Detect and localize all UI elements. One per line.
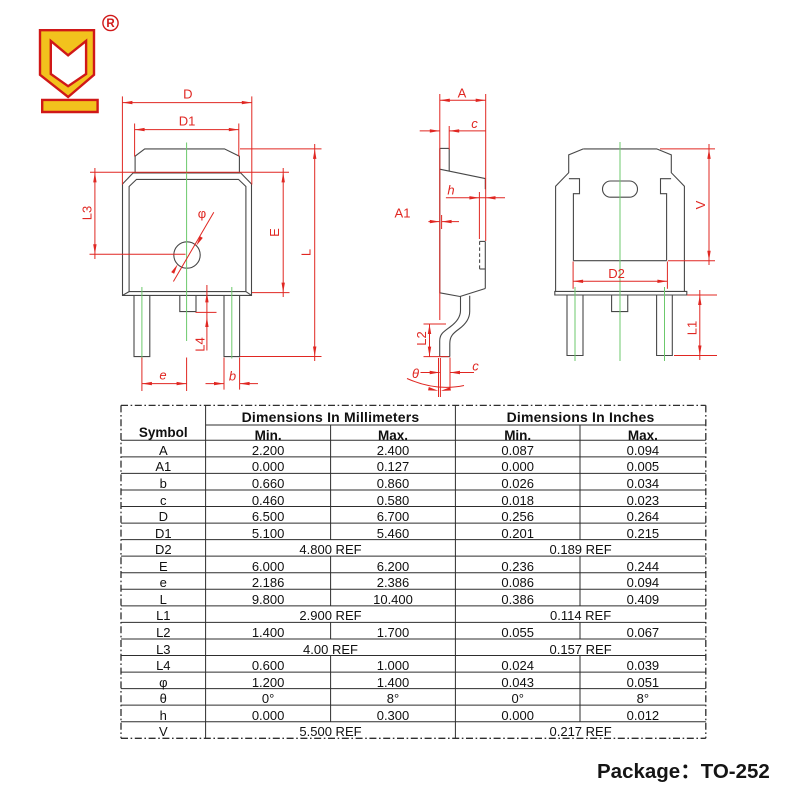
svg-text:L: L: [299, 249, 314, 256]
svg-text:V: V: [693, 200, 708, 209]
svg-text:D1: D1: [179, 114, 196, 129]
svg-text:b: b: [229, 368, 236, 383]
svg-text:θ: θ: [412, 366, 419, 381]
svg-text:c: c: [471, 116, 478, 131]
svg-text:h: h: [447, 182, 454, 197]
svg-text:c: c: [472, 358, 479, 373]
svg-text:D2: D2: [608, 266, 625, 281]
svg-text:L2: L2: [414, 331, 429, 345]
svg-text:e: e: [159, 367, 166, 382]
svg-text:L1: L1: [685, 321, 700, 335]
svg-text:D: D: [183, 87, 192, 102]
svg-text:R: R: [106, 18, 115, 30]
svg-text:A: A: [458, 86, 467, 101]
svg-text:L4: L4: [193, 337, 208, 351]
svg-text:φ: φ: [198, 206, 206, 221]
svg-text:A1: A1: [395, 206, 411, 221]
svg-text:L3: L3: [79, 206, 94, 220]
svg-text:E: E: [267, 228, 282, 237]
